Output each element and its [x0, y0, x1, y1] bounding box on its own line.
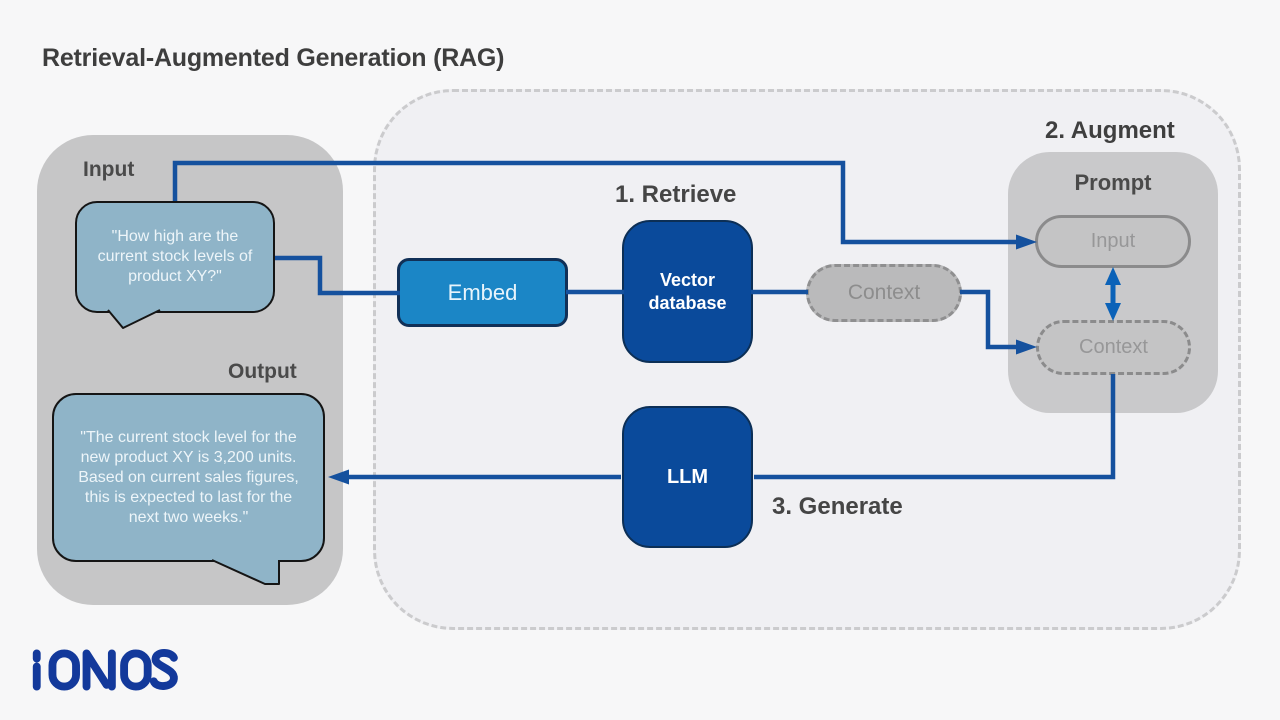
logo-letter-o1: [48, 649, 80, 691]
embed-node-label: Embed: [447, 279, 518, 305]
vector-database-node: Vector database: [622, 220, 753, 363]
step-augment-label: 2. Augment: [1045, 117, 1175, 144]
input-label: Input: [83, 158, 135, 181]
step-generate-label: 3. Generate: [772, 493, 903, 520]
prompt-input-pill-label: Input: [1090, 230, 1136, 252]
prompt-input-pill: Input: [1035, 215, 1191, 268]
context-node: Context: [806, 264, 962, 322]
output-label: Output: [228, 360, 297, 383]
llm-node-label: LLM: [666, 465, 709, 488]
logo-letter-n: [82, 649, 116, 691]
logo-letter-s: [149, 649, 178, 690]
llm-node: LLM: [622, 406, 753, 548]
output-bubble-text: "The current stock level for the new pro…: [78, 428, 299, 526]
step-retrieve-label: 1. Retrieve: [615, 181, 737, 208]
output-bubble-tail: [211, 559, 280, 585]
embed-node: Embed: [397, 258, 568, 327]
page-title: Retrieval-Augmented Generation (RAG): [42, 44, 505, 72]
vector-database-label: Vector database: [648, 269, 727, 313]
output-speech-bubble: "The current stock level for the new pro…: [52, 393, 325, 562]
prompt-context-pill-label: Context: [1079, 336, 1148, 358]
context-node-label: Context: [847, 281, 921, 304]
input-bubble-tail: [107, 309, 161, 329]
input-speech-bubble: "How high are the current stock levels o…: [75, 201, 275, 313]
prompt-label: Prompt: [1074, 170, 1152, 195]
logo-letter-o2: [120, 649, 152, 691]
prompt-context-pill: Context: [1036, 320, 1191, 375]
ionos-logo: [32, 649, 178, 691]
input-bubble-text: "How high are the current stock levels o…: [97, 228, 253, 285]
